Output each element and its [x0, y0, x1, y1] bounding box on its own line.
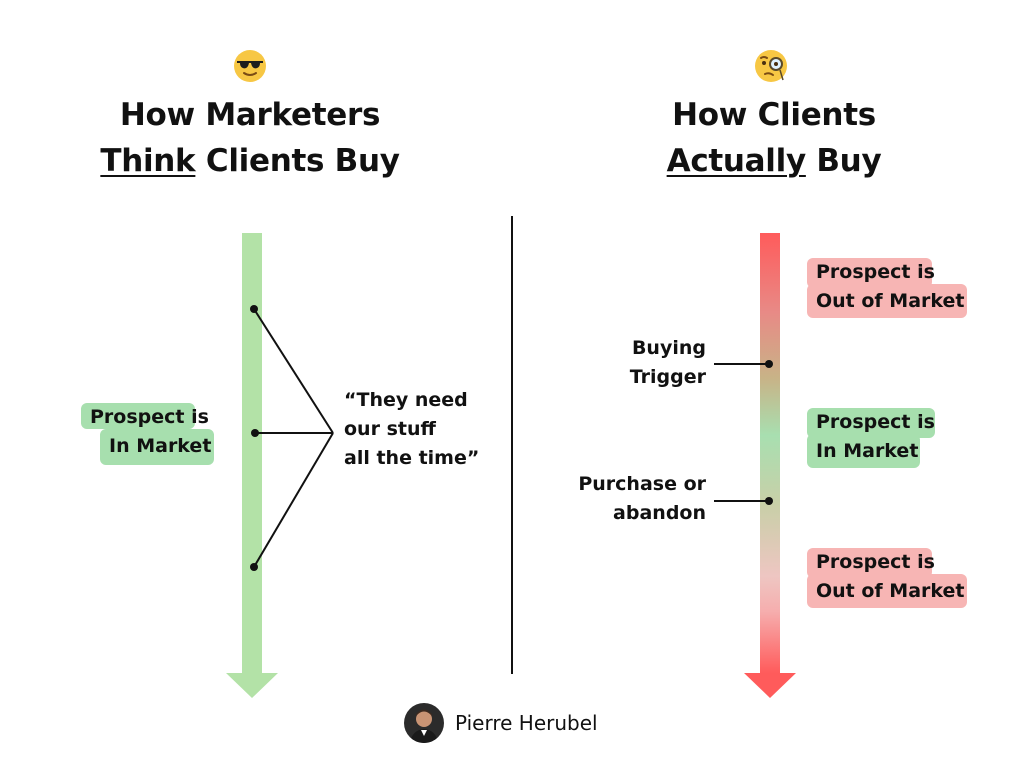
right-bottom-tag-line2: Out of Market [816, 580, 965, 602]
left-dot-bottom [250, 563, 258, 571]
left-arrow-head [226, 673, 278, 698]
right-mid-tag-line1: Prospect is [816, 411, 935, 433]
monocle-emoji-icon [751, 48, 791, 82]
left-title-rest: Clients Buy [195, 143, 400, 179]
right-title-line1: How Clients [672, 97, 876, 133]
quote-line3: all the time” [344, 447, 480, 469]
author-name: Pierre Herubel [455, 711, 598, 735]
center-divider [511, 216, 513, 674]
right-arrow-shaft [760, 233, 780, 673]
right-title: How Clients Actually Buy [574, 92, 974, 184]
quote-line1: “They need [344, 389, 468, 411]
left-title-line1: How Marketers [119, 97, 381, 133]
right-bottom-tag-bg-bottom [807, 574, 967, 608]
trigger-line1: Buying [631, 337, 706, 359]
left-dot-middle [251, 429, 259, 437]
purchase-dot [765, 497, 773, 505]
left-tag-line2: In Market [109, 435, 212, 457]
left-title: How Marketers Think Clients Buy [50, 92, 450, 184]
trigger-line2: Trigger [629, 366, 706, 388]
right-title-line2: Actually Buy [574, 138, 974, 184]
right-title-rest: Buy [805, 143, 882, 179]
right-top-tag-line2: Out of Market [816, 290, 965, 312]
sunglasses-emoji-icon [230, 48, 270, 82]
purchase-or-abandon-label: Purchase or abandon [540, 470, 706, 528]
buying-trigger-label: Buying Trigger [560, 334, 706, 392]
left-tag-line1: Prospect is [90, 406, 209, 428]
left-title-line2: Think Clients Buy [50, 138, 450, 184]
right-top-tag-bg-top [807, 258, 932, 288]
left-quote: “They need our stuff all the time” [344, 386, 479, 473]
right-top-tag-bg-bottom [807, 284, 967, 318]
trigger-dot [765, 360, 773, 368]
left-connector-top [253, 308, 334, 434]
right-title-underlined: Actually [666, 143, 807, 179]
right-bottom-tag-bg-top [807, 548, 932, 578]
right-mid-tag-bg-top [807, 408, 935, 438]
left-arrow-shaft [242, 233, 262, 673]
purchase-line2: abandon [613, 502, 706, 524]
left-tag-bg-top [81, 403, 195, 429]
right-mid-tag-bg-bottom [807, 434, 920, 468]
left-title-underlined: Think [100, 143, 196, 179]
quote-line2: our stuff [344, 418, 436, 440]
right-bottom-tag-line1: Prospect is [816, 551, 935, 573]
right-mid-tag-line2: In Market [816, 440, 919, 462]
left-dot-top [250, 305, 258, 313]
left-tag-bg-bottom [100, 429, 214, 465]
purchase-line1: Purchase or [578, 473, 706, 495]
right-top-tag-line1: Prospect is [816, 261, 935, 283]
author-avatar [404, 703, 444, 743]
right-arrow-head [744, 673, 796, 698]
left-connector-bottom [253, 432, 334, 568]
